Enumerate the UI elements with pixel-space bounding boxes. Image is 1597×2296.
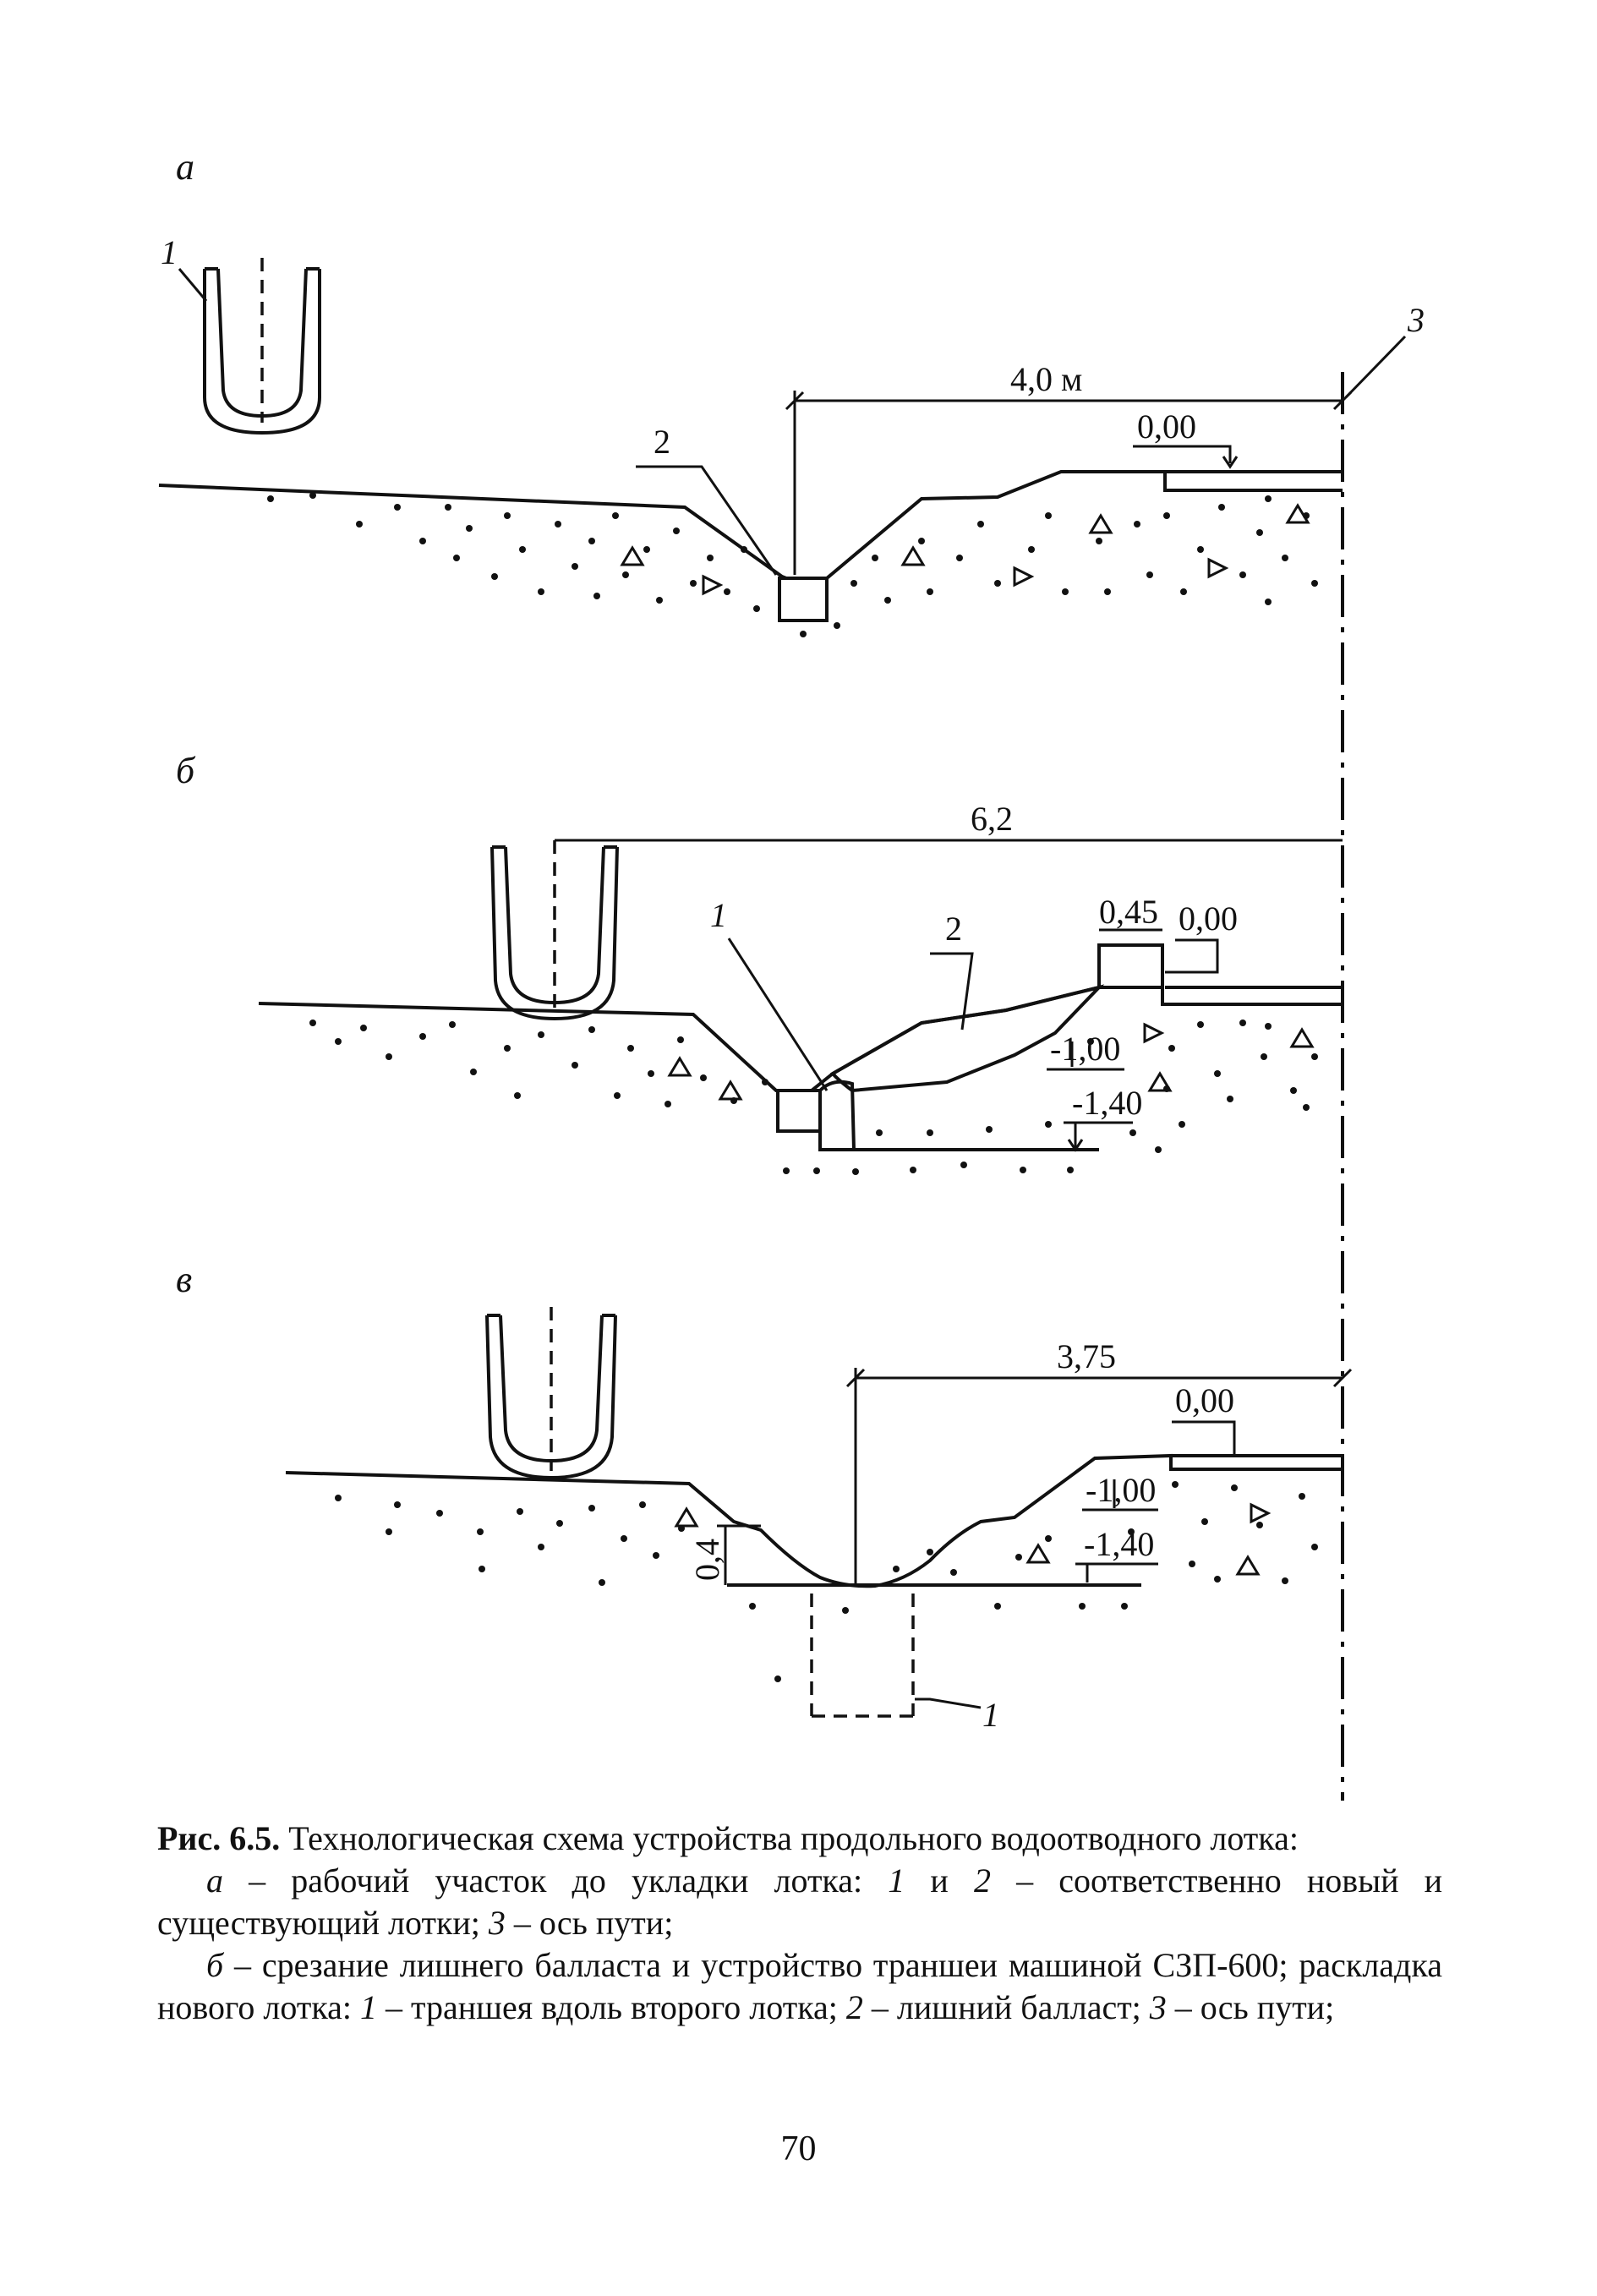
- caption-a-n2: 2: [973, 1861, 991, 1900]
- dimension-depth-c: 0,4: [688, 1539, 726, 1581]
- cut-block: [1097, 943, 1164, 989]
- caption-item-a: а – рабочий участок до укладки лотка: 1 …: [157, 1860, 1442, 1944]
- panel-c-letter: в: [176, 1259, 192, 1300]
- caption-title: Рис. 6.5. Технологическая схема устройст…: [157, 1818, 1442, 1860]
- dimension-step-b: 0,45: [1099, 893, 1158, 931]
- new-tray-in-trench: [810, 1594, 915, 1718]
- label-new-tray-c: 1: [982, 1696, 999, 1734]
- caption-a-text-2: и: [905, 1861, 974, 1900]
- ballast-dots-b: [309, 1020, 1318, 1175]
- level-mark-b-2: -1,40: [1072, 1084, 1142, 1122]
- caption-b-n2: 2: [845, 1988, 863, 2026]
- trench: [818, 1080, 856, 1151]
- ballast-dots-c: [335, 1481, 1318, 1682]
- tray-icon-b: [490, 840, 619, 1021]
- level-mark-a: 0,00: [1137, 407, 1196, 446]
- panel-a-letter: а: [176, 146, 194, 188]
- ground-profile-c: [285, 1453, 1343, 1588]
- label-track-axis: 3: [1407, 301, 1425, 339]
- figure-caption: Рис. 6.5. Технологическая схема устройст…: [157, 1818, 1442, 2029]
- level-mark-b-0: 0,00: [1179, 899, 1238, 938]
- panel-a: а 1 2 4,0 м 3 0,00: [158, 146, 1425, 622]
- caption-b-n1: 1: [360, 1988, 378, 2026]
- caption-b-prefix: б: [206, 1946, 224, 1984]
- label-excess-ballast: 2: [945, 910, 962, 948]
- tray-in-trench: [776, 1089, 822, 1133]
- panel-b-letter: б: [176, 750, 196, 791]
- label-existing-tray: 2: [654, 423, 670, 461]
- caption-title-text: Технологическая схема устройства продоль…: [280, 1819, 1299, 1857]
- tray-icon-c: [485, 1307, 617, 1480]
- dimension-width-b: 6,2: [971, 800, 1013, 838]
- level-mark-c-2: -1,40: [1084, 1525, 1154, 1563]
- caption-item-b: б – срезание лишнего балласта и устройст…: [157, 1944, 1442, 2029]
- existing-tray: [778, 577, 829, 622]
- dimension-width-a: 4,0 м: [1010, 360, 1082, 398]
- label-trench: 1: [710, 896, 727, 934]
- caption-a-n3: 3: [488, 1904, 506, 1942]
- ballast-dots-a: [267, 492, 1318, 637]
- caption-a-text-4: – ось пути;: [505, 1904, 674, 1942]
- caption-a-n1: 1: [888, 1861, 905, 1900]
- label-new-tray: 1: [161, 233, 178, 271]
- caption-a-text-1: – рабочий участок до укладки лотка:: [223, 1861, 889, 1900]
- dimension-width-c: 3,75: [1057, 1337, 1116, 1375]
- figure-number: Рис. 6.5.: [157, 1819, 281, 1857]
- level-mark-c-1: -1,00: [1086, 1471, 1156, 1509]
- excess-ballast: [829, 984, 1105, 1093]
- page-number: 70: [780, 2129, 817, 2168]
- caption-a-text-3: – соответственно новый и существующий ло…: [157, 1861, 1443, 1942]
- new-tray-icon: [203, 258, 321, 435]
- panel-b: б 6,2 1 2 0,45 0,00: [176, 750, 1343, 1152]
- caption-a-prefix: а: [206, 1861, 223, 1900]
- panel-c: в 0,4 1 3,75 0,00: [176, 1259, 1353, 1734]
- caption-b-text-4: – ось пути;: [1166, 1988, 1335, 2026]
- level-mark-c-0: 0,00: [1175, 1381, 1234, 1419]
- caption-b-text-3: – лишний балласт;: [862, 1988, 1150, 2026]
- caption-b-text-2: – траншея вдоль второго лотка;: [377, 1988, 846, 2026]
- level-mark-b-1: -1,00: [1050, 1030, 1120, 1068]
- caption-b-n3: 3: [1149, 1988, 1167, 2026]
- caption-b-text-1: – срезание лишнего балласта и устройство…: [157, 1946, 1442, 2026]
